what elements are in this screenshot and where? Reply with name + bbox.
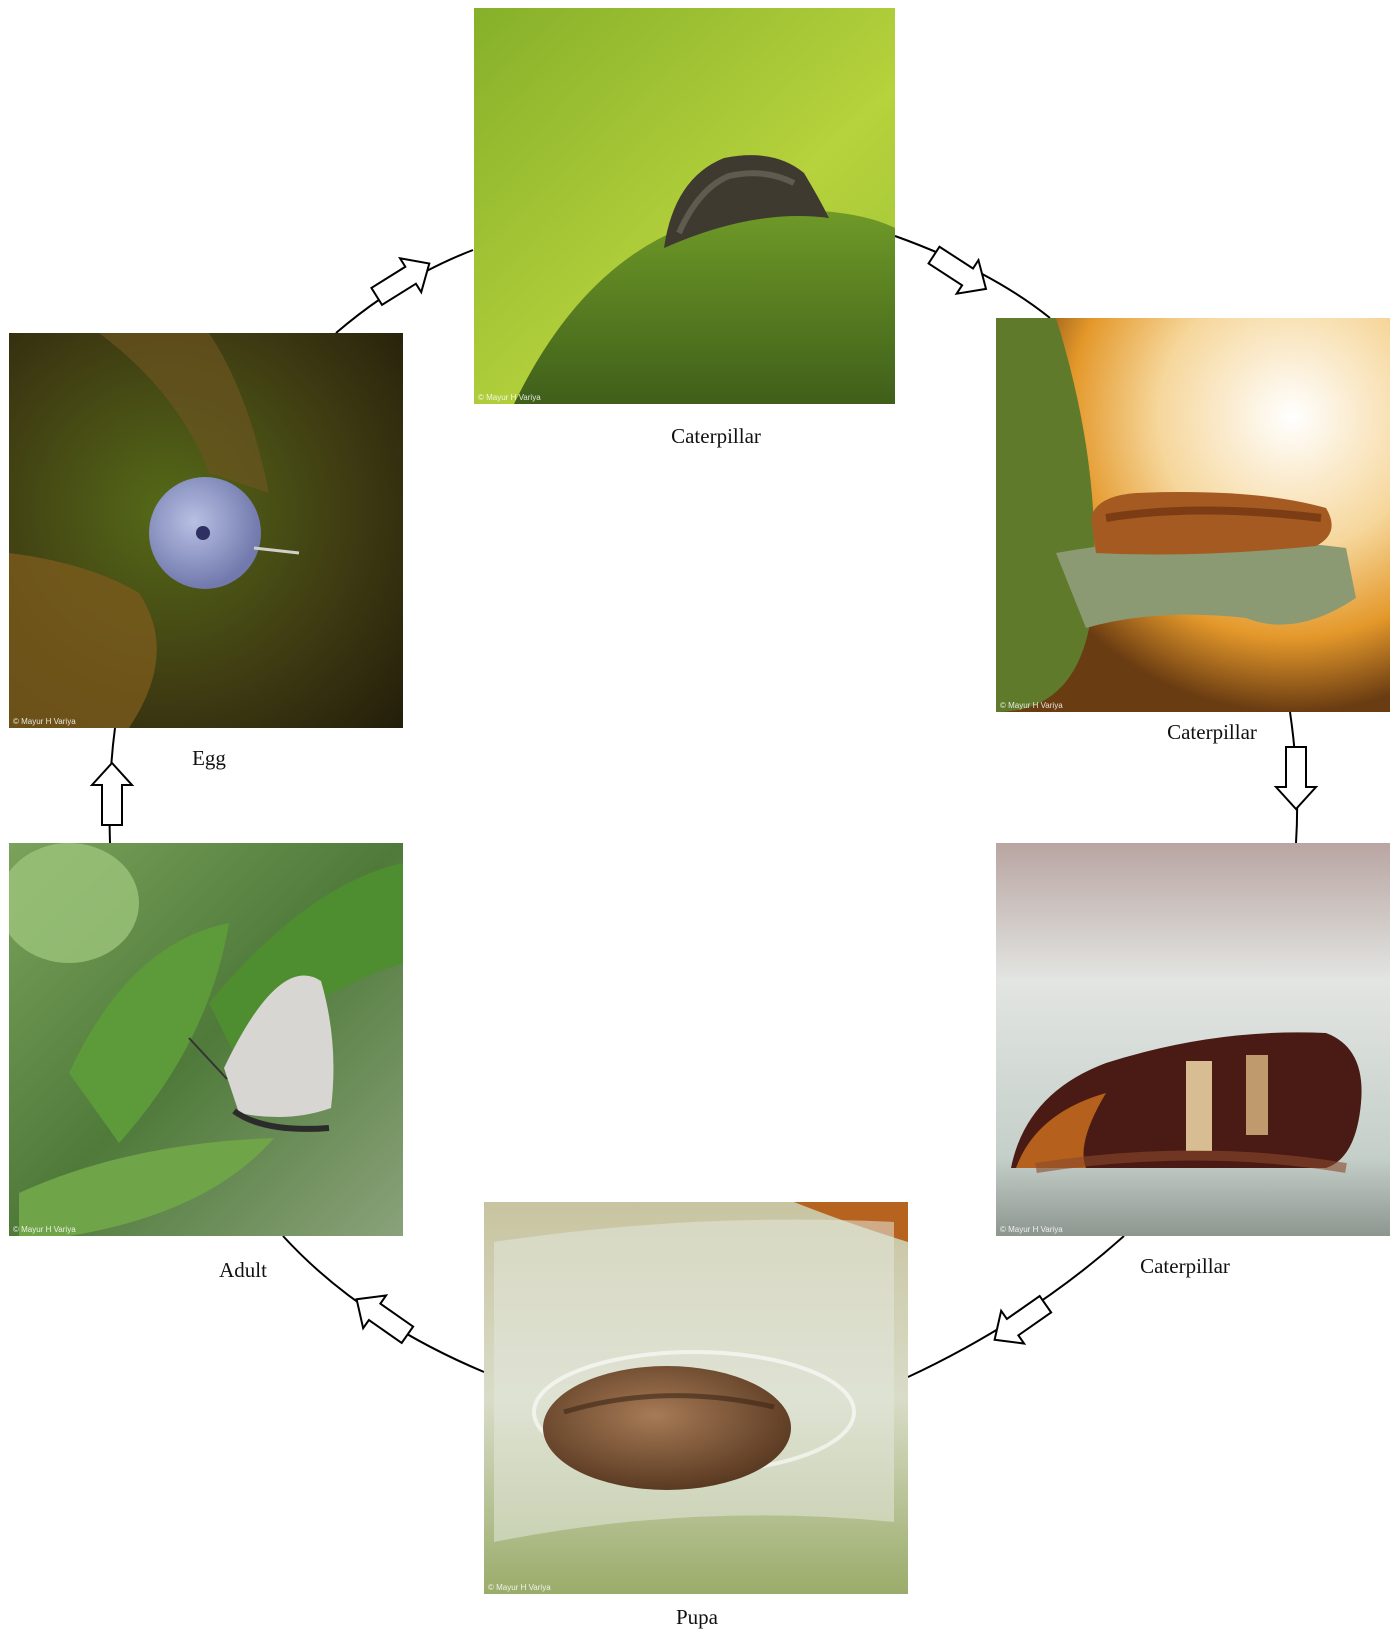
stage-label-caterpillar-2: Caterpillar bbox=[1167, 720, 1257, 745]
arrow-pupa-to-adult bbox=[345, 1283, 419, 1351]
stage-label-pupa: Pupa bbox=[676, 1605, 718, 1630]
photo-caterpillar-3: © Mayur H Variya bbox=[996, 843, 1390, 1236]
photo-caterpillar-1: © Mayur H Variya bbox=[474, 8, 895, 404]
arrow-caterpillar1-to-caterpillar2 bbox=[923, 238, 997, 305]
arc-caterpillar3-to-pupa bbox=[908, 1236, 1124, 1377]
stage-label-egg: Egg bbox=[192, 746, 226, 771]
photo-credit: © Mayur H Variya bbox=[1000, 701, 1063, 710]
stage-label-adult: Adult bbox=[219, 1258, 267, 1283]
photo-egg: © Mayur H Variya bbox=[9, 333, 403, 728]
photo-credit: © Mayur H Variya bbox=[1000, 1225, 1063, 1234]
arrow-caterpillar2-to-caterpillar3 bbox=[1276, 747, 1316, 809]
arrow-adult-to-egg bbox=[92, 763, 132, 825]
photo-credit: © Mayur H Variya bbox=[478, 393, 541, 402]
photo-pupa: © Mayur H Variya bbox=[484, 1202, 908, 1594]
photo-adult: © Mayur H Variya bbox=[9, 843, 403, 1236]
stage-label-caterpillar-1: Caterpillar bbox=[671, 424, 761, 449]
photo-credit: © Mayur H Variya bbox=[13, 1225, 76, 1234]
stage-label-caterpillar-3: Caterpillar bbox=[1140, 1254, 1230, 1279]
arrow-egg-to-caterpillar1 bbox=[366, 247, 440, 314]
photo-caterpillar-2: © Mayur H Variya bbox=[996, 318, 1390, 712]
photo-credit: © Mayur H Variya bbox=[13, 717, 76, 726]
photo-credit: © Mayur H Variya bbox=[488, 1583, 551, 1592]
arc-pupa-to-adult bbox=[283, 1236, 484, 1372]
